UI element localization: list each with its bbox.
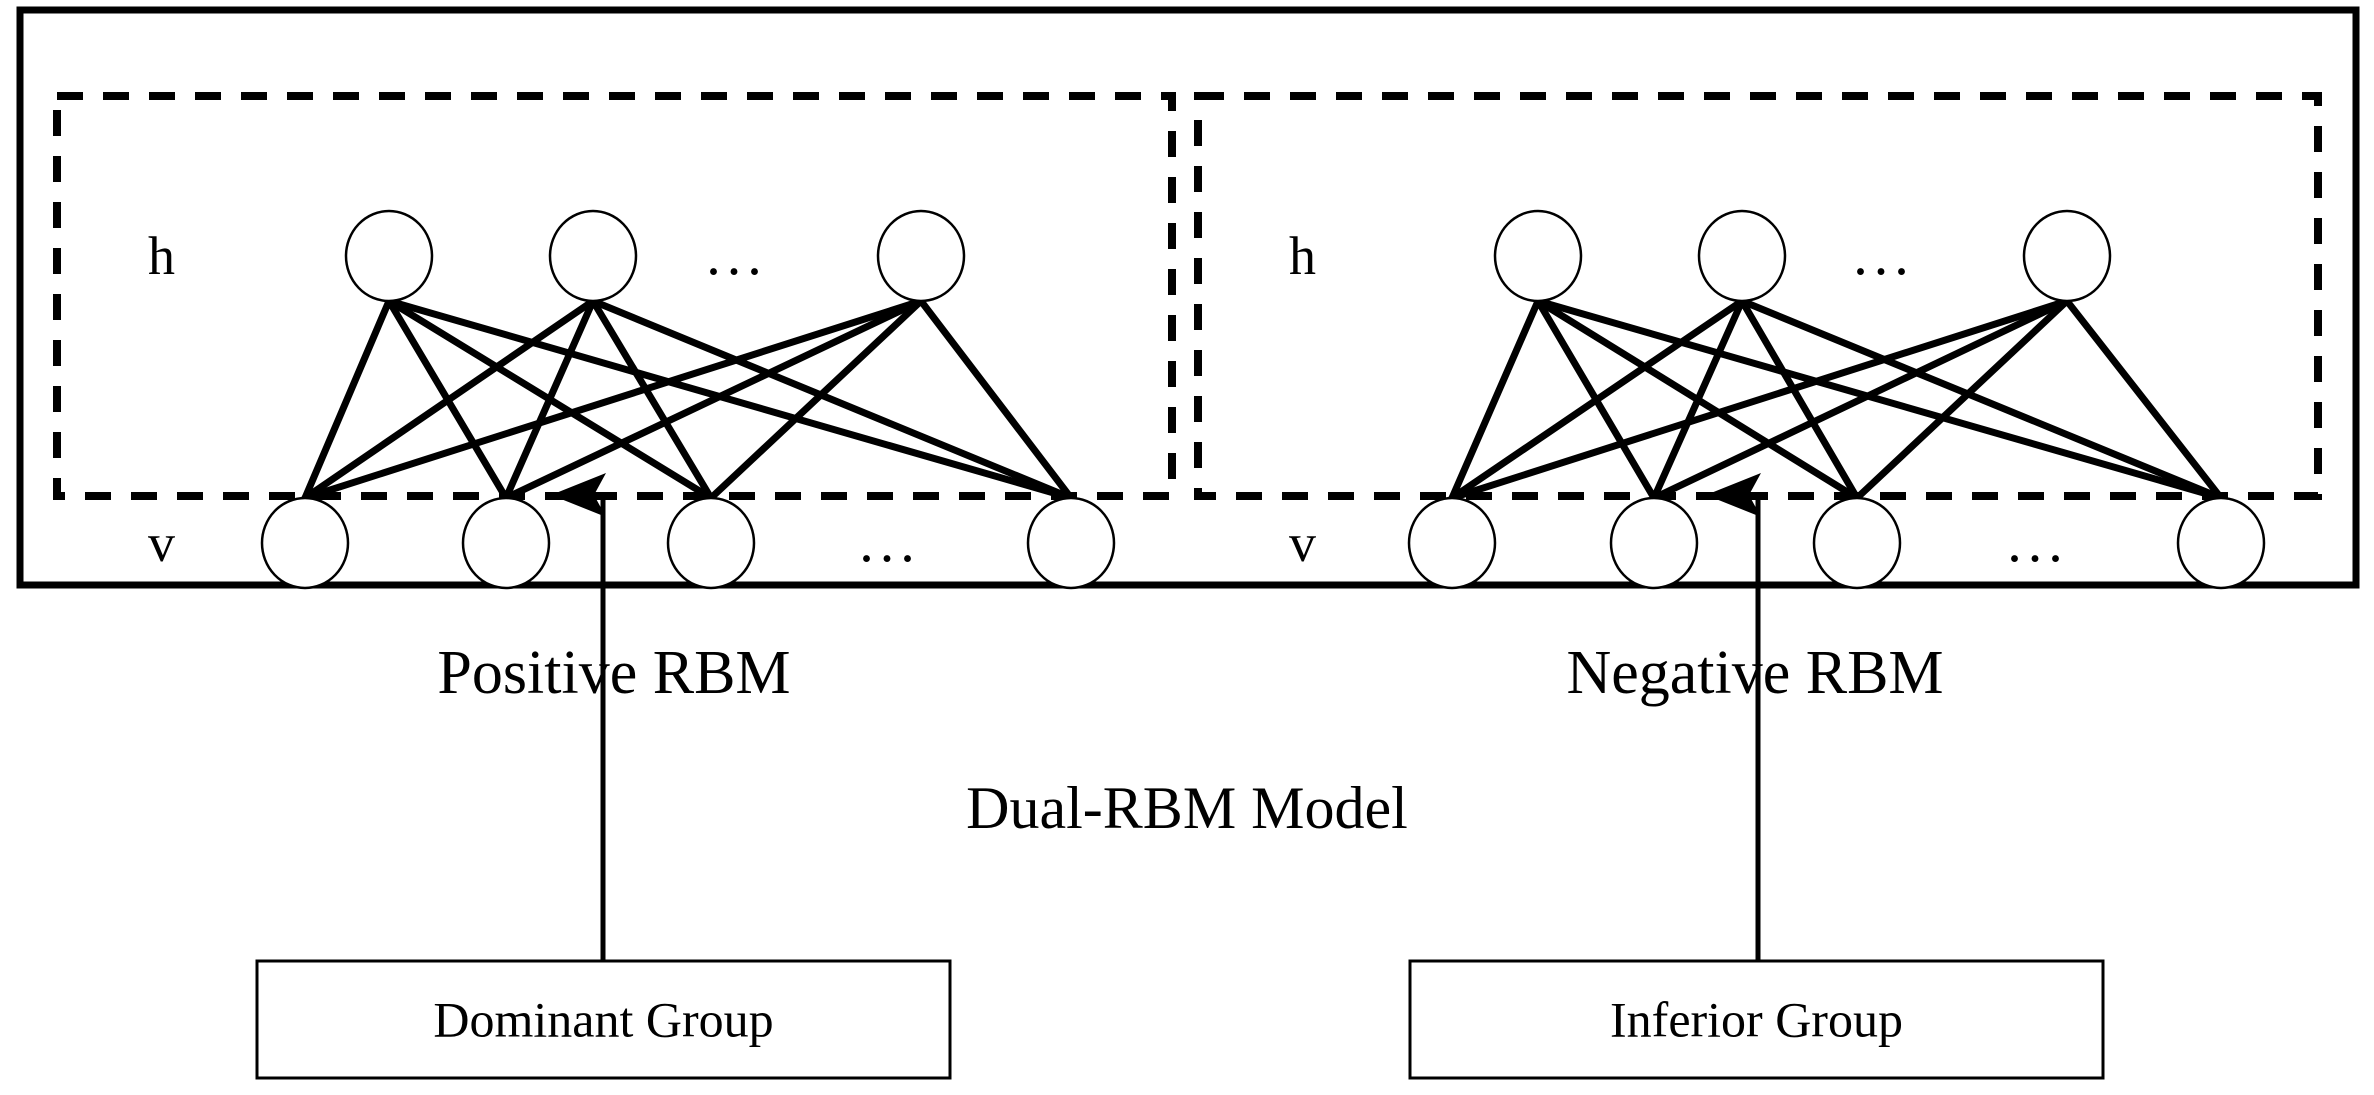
visible-node	[1812, 496, 1902, 590]
rbm-edge	[301, 297, 925, 502]
rbm-edge	[301, 297, 393, 502]
positive-rbm-nodes	[260, 209, 1116, 590]
hidden-layer-label-negative: h	[1289, 226, 1316, 286]
rbm-edge	[1448, 297, 1746, 502]
hidden-node	[1493, 209, 1583, 303]
inferior-group-box	[1408, 959, 2105, 1080]
dominant-group-box	[255, 959, 952, 1080]
rbm-edge	[1738, 297, 2225, 502]
positive-rbm-edges	[301, 297, 1075, 502]
hidden-node	[548, 209, 638, 303]
visible-layer-ellipsis-positive: ...	[859, 509, 921, 574]
visible-node	[666, 496, 756, 590]
visible-node	[1407, 496, 1497, 590]
rbm-edge	[301, 297, 597, 502]
rbm-edge	[2063, 297, 2225, 502]
hidden-node	[344, 209, 434, 303]
hidden-node	[2022, 209, 2112, 303]
hidden-node	[1697, 209, 1787, 303]
rbm-edge	[917, 297, 1075, 502]
rbm-edge	[1448, 297, 1542, 502]
hidden-layer-label-positive: h	[148, 226, 175, 286]
inferior-group-label: Inferior Group	[1610, 992, 1903, 1048]
hidden-layer-ellipsis-negative: ...	[1853, 222, 1915, 287]
positive-rbm-caption: Positive RBM	[437, 639, 790, 707]
rbm-edge	[1534, 297, 2225, 502]
rbm-edge	[1448, 297, 2071, 502]
dominant-group-label: Dominant Group	[433, 992, 773, 1048]
rbm-edge	[502, 297, 925, 502]
negative-rbm-edges	[1448, 297, 2225, 502]
visible-layer-ellipsis-negative: ...	[2007, 509, 2069, 574]
rbm-edge	[502, 297, 597, 502]
rbm-edge	[1738, 297, 1861, 502]
dual-rbm-model-container	[16, 6, 2360, 589]
negative-rbm-caption: Negative RBM	[1566, 639, 1943, 707]
hidden-node	[876, 209, 966, 303]
visible-node	[1609, 496, 1699, 590]
rbm-edge	[385, 297, 1075, 502]
visible-node	[1026, 496, 1116, 590]
visible-layer-label-positive: v	[148, 513, 175, 573]
visible-layer-label-negative: v	[1289, 513, 1316, 573]
rbm-edge	[1650, 297, 2071, 502]
rbm-edge	[589, 297, 1075, 502]
rbm-edge	[589, 297, 715, 502]
hidden-layer-ellipsis-positive: ...	[706, 222, 768, 287]
rbm-edge	[1650, 297, 1746, 502]
visible-node	[2176, 496, 2266, 590]
visible-node	[260, 496, 350, 590]
rbm-edge	[1853, 297, 2071, 502]
dual-rbm-model-caption: Dual-RBM Model	[966, 775, 1408, 841]
positive-rbm-panel	[53, 92, 1176, 500]
visible-node	[461, 496, 551, 590]
negative-rbm-nodes	[1407, 209, 2266, 590]
rbm-edge	[707, 297, 925, 502]
